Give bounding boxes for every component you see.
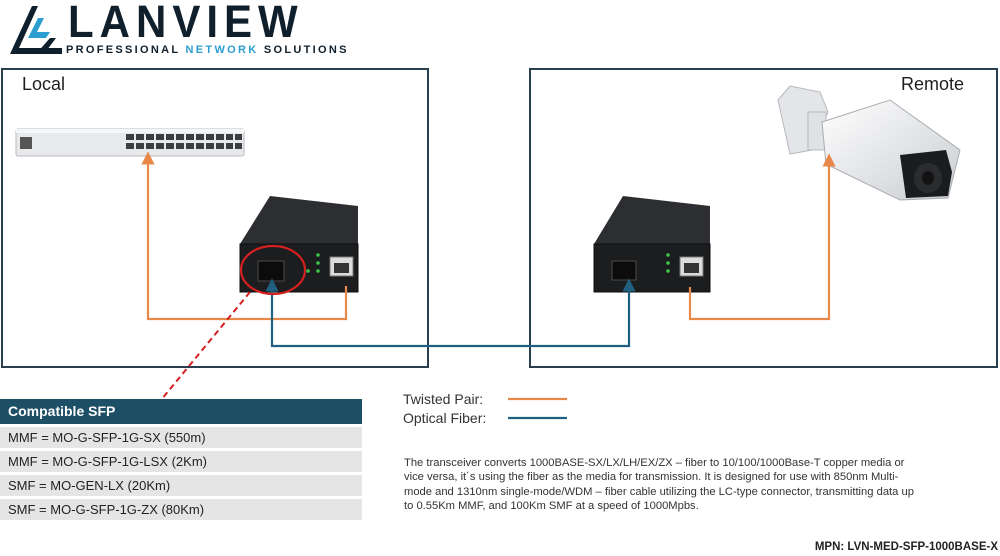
- local-panel: [1, 68, 429, 368]
- brand-tagline: PROFESSIONAL NETWORK SOLUTIONS: [66, 44, 349, 56]
- compatible-sfp-table: Compatible SFP MMF = MO-G-SFP-1G-SX (550…: [0, 399, 362, 523]
- tagline-part-2: NETWORK: [185, 44, 259, 56]
- sfp-row: MMF = MO-G-SFP-1G-SX (550m): [0, 427, 362, 448]
- remote-label: Remote: [901, 74, 965, 94]
- mpn-label: MPN: LVN-MED-SFP-1000BASE-X: [814, 541, 998, 553]
- sfp-table-header: Compatible SFP: [0, 399, 362, 424]
- tagline-part-1: PROFESSIONAL: [66, 44, 181, 56]
- product-description: The transceiver converts 1000BASE-SX/LX/…: [404, 457, 914, 513]
- legend-optical-fiber-label: Optical Fiber:: [403, 410, 487, 426]
- sfp-row: SMF = MO-G-SFP-1G-ZX (80Km): [0, 499, 362, 520]
- sfp-row: MMF = MO-G-SFP-1G-LSX (2Km): [0, 451, 362, 472]
- tagline-part-3: SOLUTIONS: [263, 44, 349, 56]
- sfp-row: SMF = MO-GEN-LX (20Km): [0, 475, 362, 496]
- lanview-logo-icon: [10, 6, 62, 54]
- remote-panel: [529, 68, 998, 368]
- brand-name: LANVIEW: [68, 0, 304, 47]
- legend-twisted-pair-label: Twisted Pair:: [403, 391, 484, 407]
- local-label: Local: [22, 74, 66, 94]
